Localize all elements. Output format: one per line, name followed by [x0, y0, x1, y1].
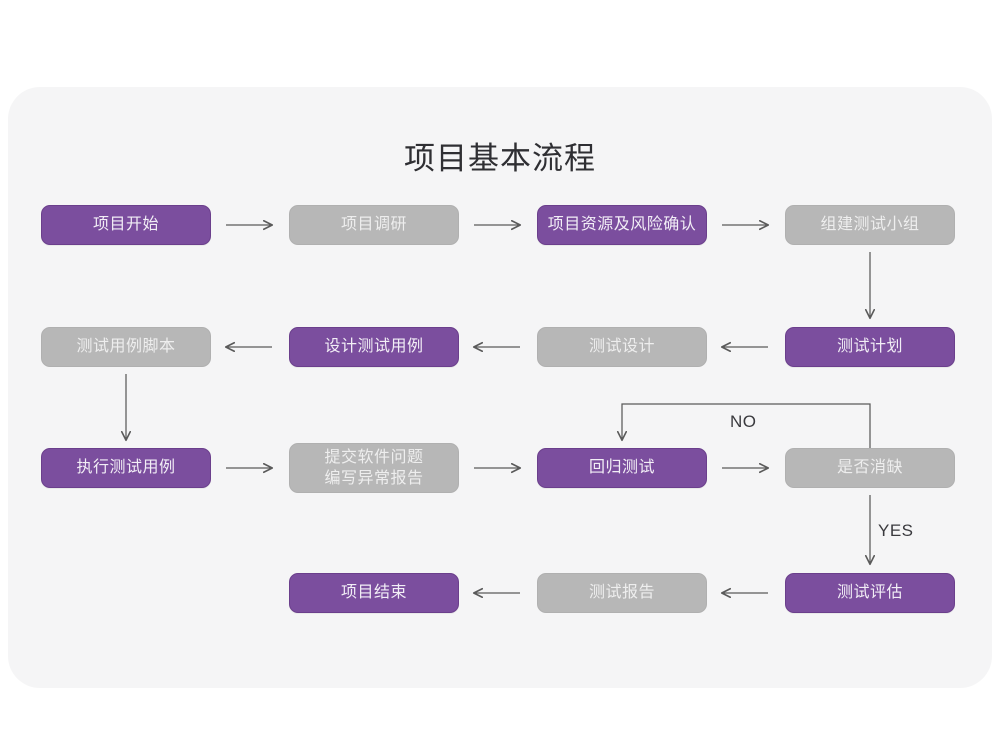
- edge-label-yes: YES: [878, 521, 914, 540]
- page-title: 项目基本流程: [404, 141, 596, 176]
- node-project-start[interactable]: 项目开始: [41, 205, 211, 245]
- node-defect-cleared-decision[interactable]: 是否消缺: [785, 448, 955, 488]
- node-build-test-team[interactable]: 组建测试小组: [785, 205, 955, 245]
- node-project-research[interactable]: 项目调研: [289, 205, 459, 245]
- node-submit-issue-report[interactable]: 提交软件问题 编写异常报告: [289, 443, 459, 493]
- node-test-case-script[interactable]: 测试用例脚本: [41, 327, 211, 367]
- node-regression-test[interactable]: 回归测试: [537, 448, 707, 488]
- node-test-design[interactable]: 测试设计: [537, 327, 707, 367]
- node-test-report[interactable]: 测试报告: [537, 573, 707, 613]
- node-execute-test-case[interactable]: 执行测试用例: [41, 448, 211, 488]
- node-resource-risk-confirm[interactable]: 项目资源及风险确认: [537, 205, 707, 245]
- node-project-end[interactable]: 项目结束: [289, 573, 459, 613]
- node-test-plan[interactable]: 测试计划: [785, 327, 955, 367]
- edge-label-no: NO: [730, 412, 757, 431]
- node-design-test-case[interactable]: 设计测试用例: [289, 327, 459, 367]
- node-test-evaluation[interactable]: 测试评估: [785, 573, 955, 613]
